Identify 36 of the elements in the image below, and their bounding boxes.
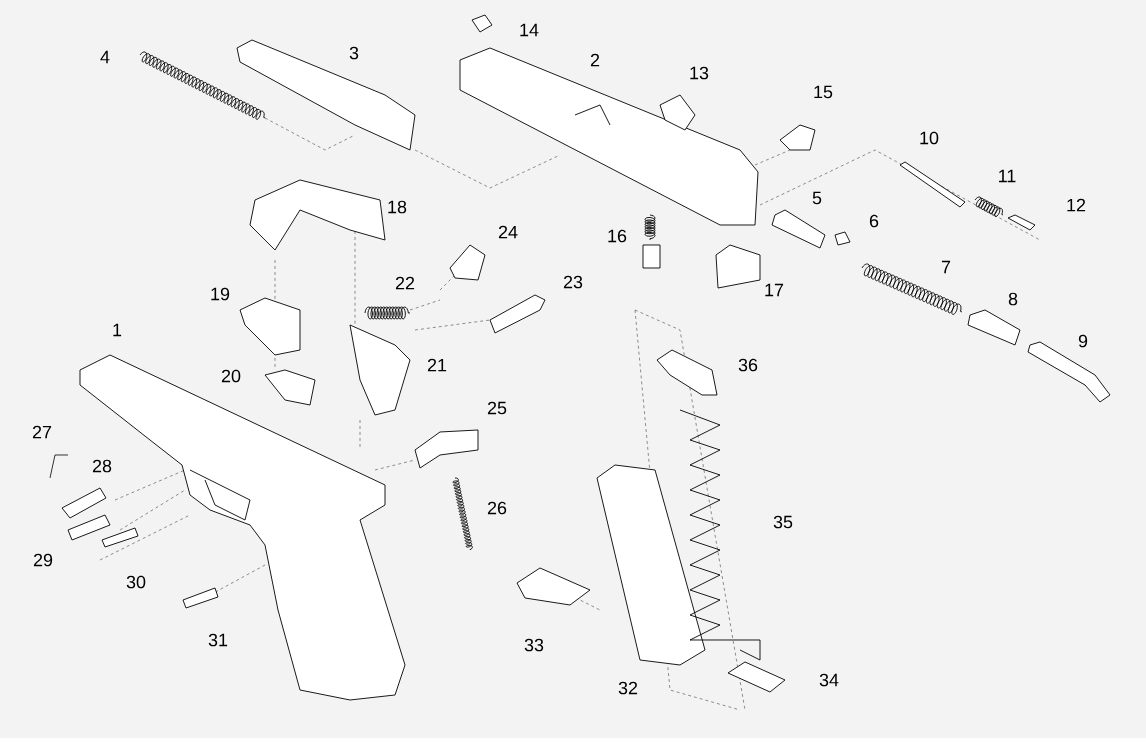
callout-number: 9	[1078, 334, 1088, 348]
callout-number: 6	[869, 214, 879, 228]
callout-number: 27	[32, 425, 52, 439]
callout-number: 16	[608, 229, 627, 243]
callout-number: 5	[812, 191, 822, 205]
callout-number: 24	[498, 225, 518, 239]
callout-number: 3	[349, 46, 359, 60]
callout-number: 10	[920, 131, 939, 145]
callout-number: 11	[999, 169, 1016, 183]
callout-number: 35	[773, 515, 793, 529]
callout-number: 18	[388, 200, 407, 214]
callout-number: 14	[520, 23, 539, 37]
callout-number: 34	[819, 673, 839, 687]
callout-number: 17	[765, 283, 784, 297]
callout-number: 31	[208, 633, 228, 647]
callout-number: 8	[1008, 292, 1018, 306]
callout-number: 1	[113, 323, 122, 337]
callout-number: 22	[395, 276, 415, 290]
callout-number: 26	[487, 501, 507, 515]
callout-number: 19	[211, 287, 230, 301]
callout-number: 15	[814, 85, 833, 99]
callout-number: 30	[126, 575, 146, 589]
callout-number: 13	[690, 66, 709, 80]
callout-number: 28	[92, 459, 112, 473]
callout-number: 33	[524, 638, 544, 652]
callout-number: 4	[100, 50, 110, 64]
callout-number: 12	[1067, 198, 1086, 212]
callout-number: 20	[221, 369, 241, 383]
callout-number: 36	[738, 358, 758, 372]
callout-number: 23	[563, 275, 583, 289]
callout-number: 21	[427, 358, 447, 372]
callout-number: 25	[487, 401, 507, 415]
callout-number: 29	[33, 553, 53, 567]
callout-number: 32	[618, 681, 638, 695]
callout-number: 7	[941, 260, 951, 274]
callout-number: 2	[590, 53, 600, 67]
